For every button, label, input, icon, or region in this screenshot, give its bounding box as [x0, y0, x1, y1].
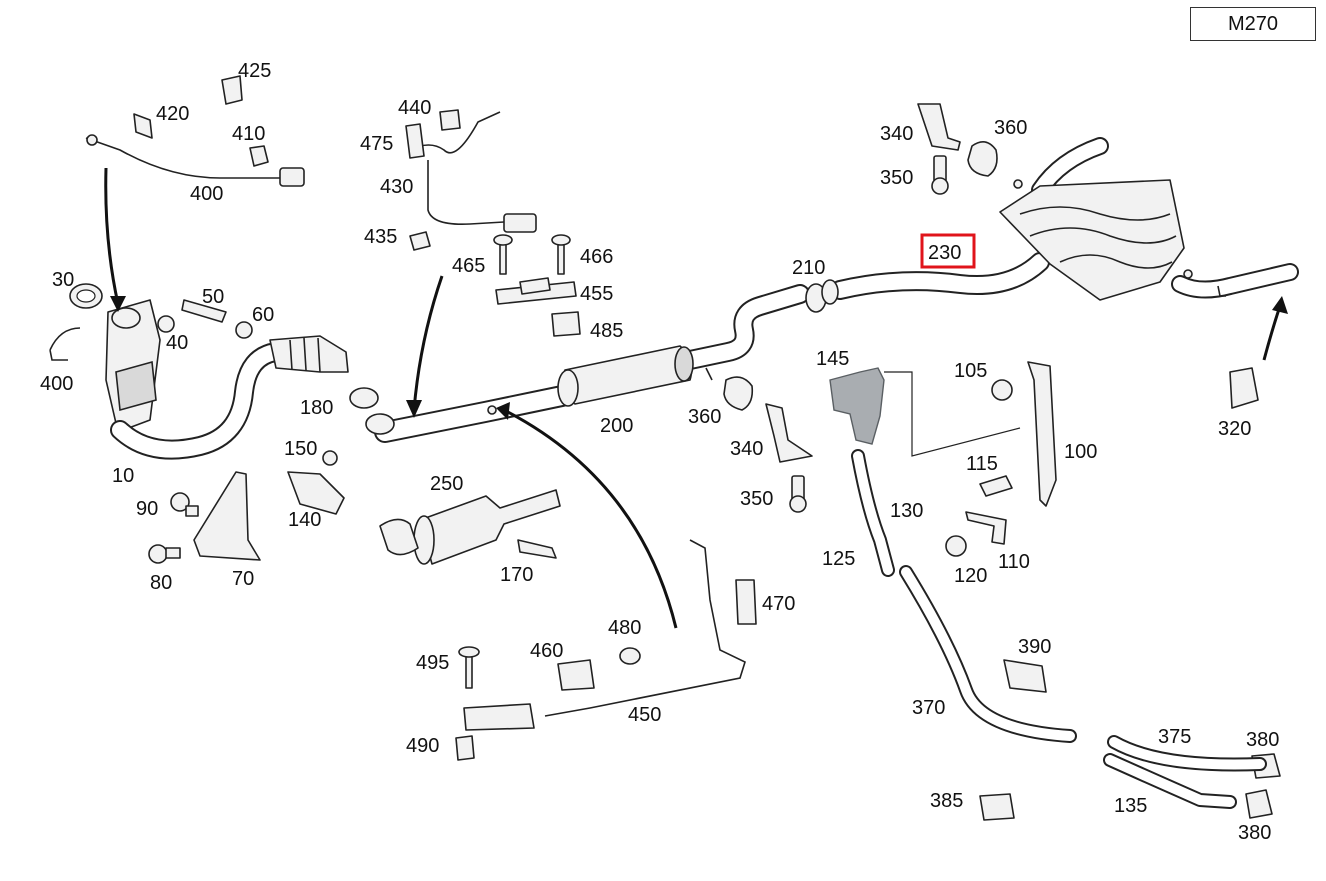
- callout-105[interactable]: 105: [954, 360, 987, 382]
- callout-410[interactable]: 410: [232, 123, 265, 145]
- callout-495[interactable]: 495: [416, 652, 449, 674]
- callout-435[interactable]: 435: [364, 226, 397, 248]
- callout-320[interactable]: 320: [1218, 418, 1251, 440]
- callout-90[interactable]: 90: [136, 498, 158, 520]
- callout-340-lower[interactable]: 340: [730, 438, 763, 460]
- callout-380-lower[interactable]: 380: [1238, 822, 1271, 844]
- callout-340[interactable]: 340: [880, 123, 913, 145]
- callout-466[interactable]: 466: [580, 246, 613, 268]
- callout-420[interactable]: 420: [156, 103, 189, 125]
- callout-465[interactable]: 465: [452, 255, 485, 277]
- callout-350-lower[interactable]: 350: [740, 488, 773, 510]
- callout-30[interactable]: 30: [52, 269, 74, 291]
- callout-60[interactable]: 60: [252, 304, 274, 326]
- assembly-arrows: [104, 167, 1288, 629]
- callout-360-lower[interactable]: 360: [688, 406, 721, 428]
- callout-80[interactable]: 80: [150, 572, 172, 594]
- callout-40[interactable]: 40: [166, 332, 188, 354]
- callout-125[interactable]: 125: [822, 548, 855, 570]
- rear-muffler: [999, 179, 1226, 301]
- arrow-head-icon: [496, 402, 510, 420]
- callout-425[interactable]: 425: [238, 60, 271, 82]
- callout-385[interactable]: 385: [930, 790, 963, 812]
- arrow-head-icon: [1272, 296, 1288, 314]
- callout-120[interactable]: 120: [954, 565, 987, 587]
- callout-135[interactable]: 135: [1114, 795, 1147, 817]
- callout-70[interactable]: 70: [232, 568, 254, 590]
- callout-390[interactable]: 390: [1018, 636, 1051, 658]
- small-parts: [69, 75, 1281, 821]
- callout-145[interactable]: 145: [816, 348, 849, 370]
- arrow-head-icon: [110, 296, 126, 312]
- callout-200[interactable]: 200: [600, 415, 633, 437]
- callout-430[interactable]: 430: [380, 176, 413, 198]
- callout-50[interactable]: 50: [202, 286, 224, 308]
- callout-350[interactable]: 350: [880, 167, 913, 189]
- catalytic-converter: [105, 299, 349, 460]
- callout-110[interactable]: 110: [998, 551, 1030, 573]
- callout-470[interactable]: 470: [762, 593, 795, 615]
- exhaust-pipe-assembly: [374, 137, 1299, 443]
- callout-250[interactable]: 250: [430, 473, 463, 495]
- callout-labels: 425 420 410 400 440 475 430 435 465 466 …: [40, 60, 1279, 844]
- callout-400-lower[interactable]: 400: [40, 373, 73, 395]
- callout-180[interactable]: 180: [300, 397, 333, 419]
- callout-115[interactable]: 115: [966, 453, 998, 475]
- callout-170[interactable]: 170: [500, 564, 533, 586]
- callout-140[interactable]: 140: [288, 509, 321, 531]
- callout-210[interactable]: 210: [792, 257, 825, 279]
- pressure-sensor-and-lines: [829, 367, 1267, 809]
- callout-380[interactable]: 380: [1246, 729, 1279, 751]
- callout-150[interactable]: 150: [284, 438, 317, 460]
- callout-230[interactable]: 230: [928, 242, 961, 264]
- highlight-box-230: [920, 233, 976, 269]
- arrow-head-icon: [406, 400, 422, 418]
- callout-485[interactable]: 485: [590, 320, 623, 342]
- callout-10[interactable]: 10: [112, 465, 134, 487]
- callout-480[interactable]: 480: [608, 617, 641, 639]
- callout-450[interactable]: 450: [628, 704, 661, 726]
- center-muffler: [487, 345, 713, 415]
- callout-400[interactable]: 400: [190, 183, 223, 205]
- wiring-harnesses: [49, 111, 746, 717]
- callout-440[interactable]: 440: [398, 97, 431, 119]
- model-code-label: M270: [1190, 7, 1316, 41]
- callout-490[interactable]: 490: [406, 735, 439, 757]
- particulate-filter: [379, 489, 561, 565]
- callout-375[interactable]: 375: [1158, 726, 1191, 748]
- callout-370[interactable]: 370: [912, 697, 945, 719]
- callout-455[interactable]: 455: [580, 283, 613, 305]
- callout-100[interactable]: 100: [1064, 441, 1097, 463]
- callout-475[interactable]: 475: [360, 133, 393, 155]
- callout-360[interactable]: 360: [994, 117, 1027, 139]
- callout-130[interactable]: 130: [890, 500, 923, 522]
- callout-460[interactable]: 460: [530, 640, 563, 662]
